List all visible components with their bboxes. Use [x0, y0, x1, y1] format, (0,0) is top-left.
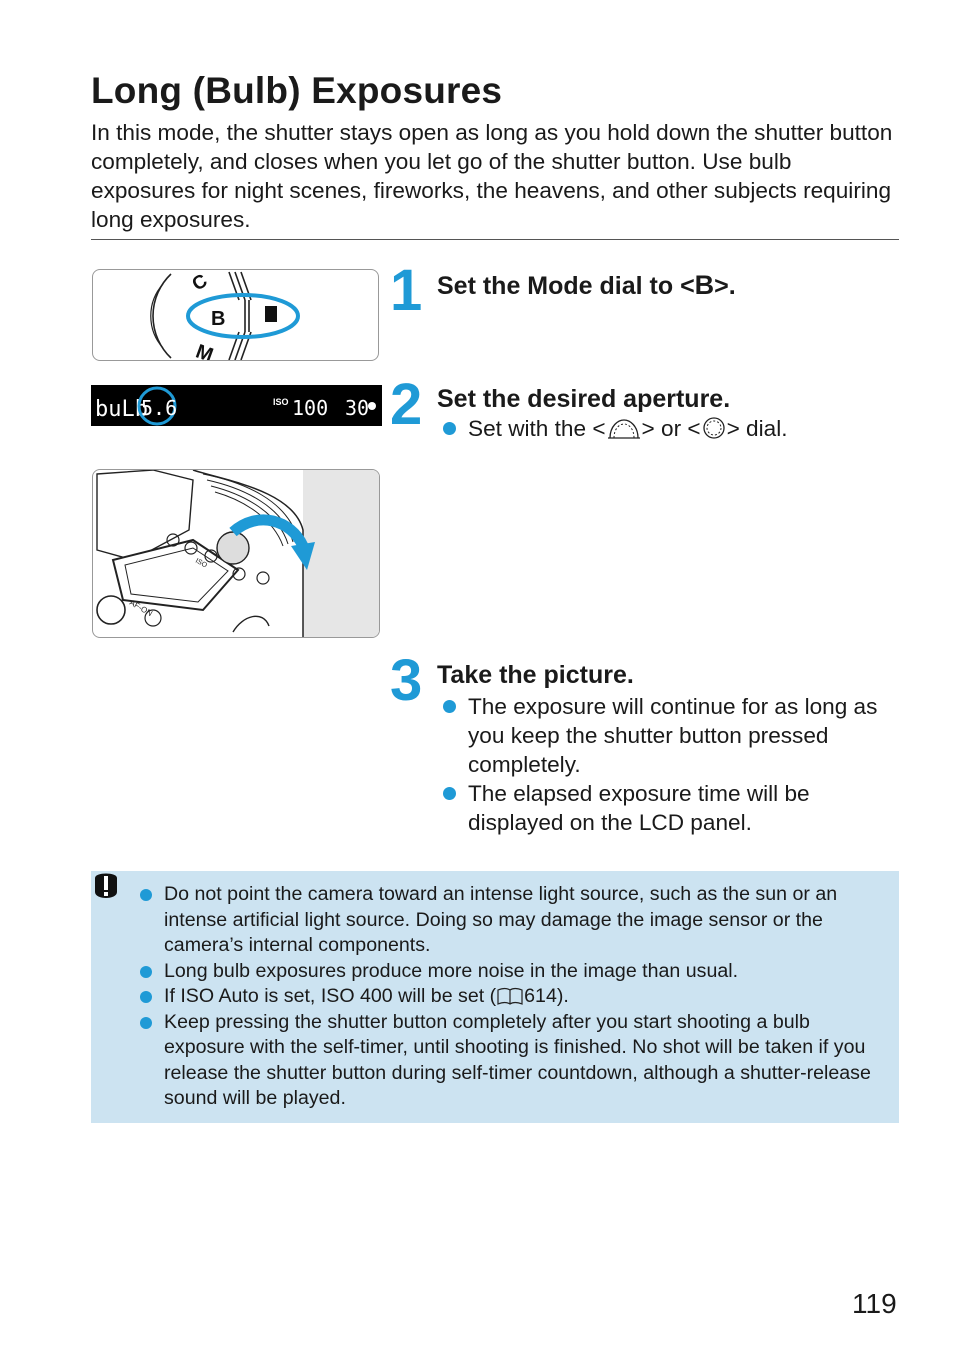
- mode-dial-illustration: C B M: [150, 270, 300, 361]
- rotate-arrow-shaft: [229, 514, 308, 549]
- list-item: The exposure will continue for as long a…: [441, 692, 891, 779]
- step-1-mode-b: B: [694, 270, 715, 300]
- bullet-dot: [140, 991, 152, 1003]
- list-item: Keep pressing the shutter button complet…: [139, 1010, 889, 1112]
- step-1-title-suffix: >.: [714, 272, 736, 300]
- list-item: If ISO Auto is set, ISO 400 will be set …: [139, 984, 889, 1010]
- book-icon: [497, 987, 523, 1005]
- lcd-panel-display: buLb 5.6 ISO 100 30: [95, 386, 376, 426]
- caution-iso-suffix: ).: [556, 985, 569, 1007]
- dial-highlight-ring: [186, 293, 300, 339]
- lcd-panel-figure: buLb 5.6 ISO 100 30: [91, 385, 382, 426]
- step-2-title: Set the desired aperture.: [437, 385, 731, 413]
- lcd-aperture-value: 5.6: [141, 396, 177, 420]
- caution-item-1: Do not point the camera toward an intens…: [164, 883, 838, 956]
- step-1-title-prefix: Set the Mode dial to <: [437, 272, 695, 300]
- step-1-title: Set the Mode dial to <B>.: [437, 270, 736, 301]
- dial-square-mark: [265, 306, 277, 322]
- step-2-bullet-suffix: > dial.: [726, 416, 788, 441]
- step-3-bullets: The exposure will continue for as long a…: [441, 692, 891, 837]
- camera-top-figure: AF-ON ISO: [92, 469, 380, 638]
- camera-top-illustration: AF-ON ISO: [96, 470, 379, 637]
- bullet-dot: [443, 787, 456, 800]
- step-2-bullet-prefix: Set with the <: [468, 416, 606, 441]
- page-number: 119: [852, 1288, 897, 1319]
- dial-mark-b: B: [211, 308, 225, 330]
- step-2-bullets: Set with the < > or < > dial.: [441, 414, 788, 443]
- step-2-bullet-middle: > or <: [641, 416, 701, 441]
- bullet-dot: [140, 889, 152, 901]
- bullet-dot: [140, 1016, 152, 1029]
- lcd-iso-value: 100: [292, 396, 328, 420]
- lcd-iso-label: ISO: [273, 397, 289, 407]
- aperture-highlight-ring: [137, 386, 177, 426]
- step-3-bullet-2: The elapsed exposure time will be displa…: [468, 781, 810, 835]
- rotate-arrow-head: [291, 542, 315, 570]
- caution-list: Do not point the camera toward an intens…: [139, 882, 889, 1112]
- quick-control-dial-icon: [702, 417, 725, 439]
- caution-box: [91, 871, 899, 1123]
- caution-item-2: Long bulb exposures produce more noise i…: [164, 959, 739, 982]
- step-3-number: 3: [390, 648, 423, 713]
- mode-dial-figure: C B M: [92, 269, 379, 361]
- list-item: The elapsed exposure time will be displa…: [441, 779, 891, 837]
- step-2-number: 2: [390, 372, 423, 437]
- section-divider: [91, 239, 899, 240]
- caution-icon: [95, 873, 117, 898]
- caution-iso-prefix: If ISO Auto is set, ISO 400 will be set …: [164, 985, 497, 1007]
- caution-iso-page: 614: [524, 985, 557, 1007]
- main-dial-knob: [216, 531, 250, 565]
- step-1-number: 1: [390, 258, 423, 323]
- dial-mark-c: C: [189, 270, 212, 295]
- bullet-dot: [140, 965, 152, 978]
- page-title: Long (Bulb) Exposures: [91, 70, 503, 111]
- list-item: Set with the < > or < > dial.: [441, 414, 788, 443]
- main-dial-icon: [607, 419, 640, 439]
- lcd-shots-value: 30: [345, 396, 369, 420]
- step-3-bullet-1: The exposure will continue for as long a…: [468, 694, 878, 777]
- list-item: Long bulb exposures produce more noise i…: [139, 959, 889, 985]
- bullet-dot: [443, 700, 456, 713]
- lcd-dot-icon: [368, 402, 376, 410]
- bullet-dot: [443, 422, 456, 435]
- list-item: Do not point the camera toward an intens…: [139, 882, 889, 959]
- caution-item-4: Keep pressing the shutter button complet…: [164, 1010, 871, 1110]
- intro-paragraph: In this mode, the shutter stays open as …: [91, 120, 893, 232]
- dial-mark-m: M: [193, 341, 216, 361]
- step-3-title: Take the picture.: [437, 661, 634, 689]
